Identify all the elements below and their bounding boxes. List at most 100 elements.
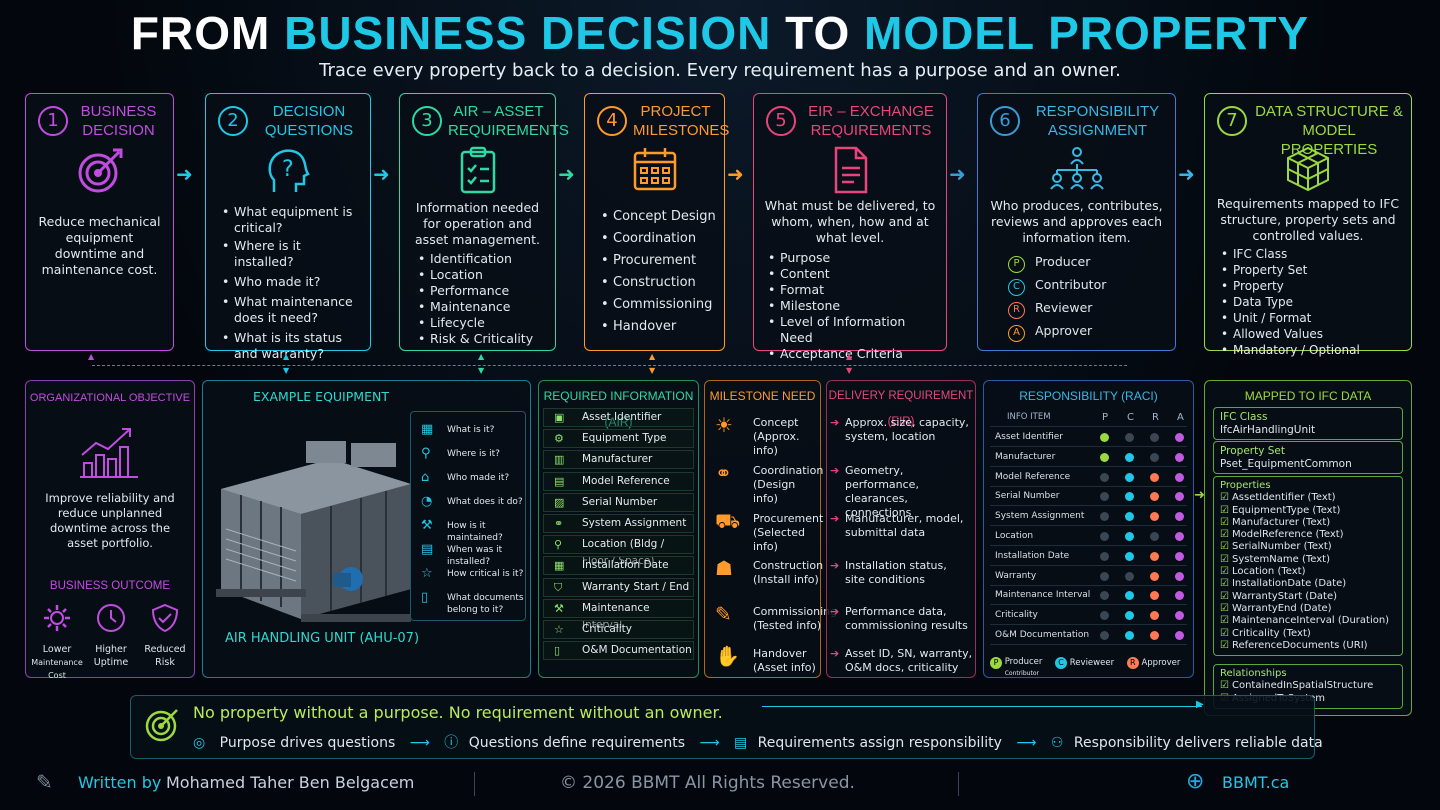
milestone-item: ⚭Coordination(Design info) [715,461,824,505]
ifc-property: ☑Manufacturer (Text) [1220,516,1331,528]
raci-dot-r [1150,551,1159,561]
check-icon: ☑ [1220,680,1229,692]
star-icon: ☆ [554,623,564,636]
milestone-item: ✎Commissioning(Tested info) [715,602,838,632]
raci-dot-c [1125,492,1134,502]
arrow-right-icon: ➔ [830,512,840,525]
air-row: ▤Model Reference [543,471,694,491]
connector-line [92,365,1127,366]
panel-title: EXAMPLE EQUIPMENT [253,389,389,404]
factory-icon: ⌂ [421,470,430,485]
raci-dot-p [1100,571,1109,581]
raci-row: Warranty [990,567,1187,586]
check-icon: ☑ [1220,627,1229,639]
arrow-right-icon: ➔ [830,464,840,477]
footer-written-by: Written by [78,773,162,792]
stage-description: Who produces, contributes, reviews and a… [990,198,1163,245]
footer-site-link[interactable]: BBMT.ca [1222,773,1290,792]
arrow-right-icon: ➜ [176,162,193,186]
list-item: Unit / Format [1221,310,1403,326]
list-item: What maintenance does it need? [222,294,362,326]
raci-dot-r [1150,532,1159,541]
air-row-label: Manufacturer [582,453,653,466]
list-item: Allowed Values [1221,326,1403,342]
raci-row: Installation Date [990,547,1187,566]
list-item: Procurement [601,250,716,272]
raci-dot-p [1100,452,1109,462]
gear-icon: ⚙ [554,432,564,446]
arrow-right-icon: ➜ [949,162,966,186]
raci-dot-r [1150,571,1159,581]
stage-title: EIR – EXCHANGE REQUIREMENTS [808,103,934,139]
air-row: ▦Installation Date [543,556,694,576]
raci-dot-a [1175,452,1184,462]
calendar-icon: ▤ [421,542,434,557]
list-item: Property [1221,278,1403,294]
location-pin-icon: ⚲ [554,538,563,552]
svg-text:?: ? [282,157,294,182]
list-item: IFC Class [1221,246,1403,262]
ifc-property: ☑AssetIdentifier (Text) [1220,492,1336,504]
list-item: Construction [601,272,716,294]
delivery-item: ➔Performance data,commissioning results [830,605,968,632]
raci-item: O&M Documentation [995,630,1090,640]
connector-arrow-icon: ▶ [1196,699,1204,710]
delivery-item: ➔Manufacturer, model,submittal data [830,512,964,539]
delivery-item: ➔Installation status,site conditions [830,559,947,586]
air-row-label: System Assignment [582,517,687,529]
worker-icon: ☗ [715,556,733,580]
head-question-icon: ⓘ [444,735,459,751]
ifc-property: ☑ModelReference (Text) [1220,529,1344,541]
milestone-need-panel: MILESTONE NEED ☀Concept(Approx. info) ⚭C… [704,380,837,678]
air-row-label: O&M Documentation [582,644,692,657]
air-row: ▯O&M Documentation [543,641,694,661]
footer-copyright: © 2026 BBMT All Rights Reserved. [560,773,855,793]
raci-item: Location [995,531,1034,541]
raci-dot-p [1100,492,1109,502]
list-item: Purpose [768,250,938,266]
factory-icon: ▥ [554,453,565,467]
stage-title: BUSINESS DECISION [80,103,157,139]
check-icon: ☑ [1220,516,1229,528]
air-row: ☆ Criticality [543,620,694,639]
air-row-label: Criticality [582,623,632,635]
raci-dot-r [1150,591,1159,601]
list-item: Acceptance Criteria [768,346,938,362]
air-row-label: Location (Bldg / Floor / Space) [582,538,665,568]
ifc-property: ☑EquipmentType (Text) [1220,504,1341,516]
organizational-objective-panel: ORGANIZATIONAL OBJECTIVE Improve reliabi… [25,380,195,680]
check-icon: ☑ [1220,541,1229,553]
checklist-icon: ✎ [715,602,732,626]
list-item: Level of Information Need [768,314,938,346]
raci-row: Criticality [990,606,1187,626]
list-item: Milestone [768,298,938,314]
arrow-right-icon: ➜ [727,162,744,186]
raci-item: Model Reference [995,471,1071,482]
arrow-right-icon: ➔ [830,605,840,618]
lightbulb-icon: ☀ [715,413,733,437]
raci-dot-a [1175,591,1184,601]
raci-row: O&M Documentation [990,626,1187,645]
air-row-label: Model Reference [582,474,670,487]
stage-description: Requirements mapped to IFC structure, pr… [1216,196,1400,243]
stage-number: 1 [38,106,68,136]
connector-arrow-icon: ▲ [478,352,485,361]
ifc-property: ☑Location (Text) [1220,566,1306,578]
edit-icon: ✎ [36,770,53,794]
raci-dot-p [1100,512,1109,522]
raci-dot-a [1175,492,1184,502]
list-item: Handover [601,316,716,338]
head-question-icon: ? [206,146,370,194]
question-item: ▦What is it? [421,422,495,437]
raci-dot-c [1125,591,1134,601]
list-item: Mandatory / Optional [1221,342,1403,358]
page-subtitle: Trace every property back to a decision.… [319,60,1121,81]
gear-icon [42,603,72,637]
raci-dot-c [1125,452,1134,462]
milestone-item: ☗Construction(Install info) [715,556,824,586]
raci-dot-r [1150,631,1159,640]
